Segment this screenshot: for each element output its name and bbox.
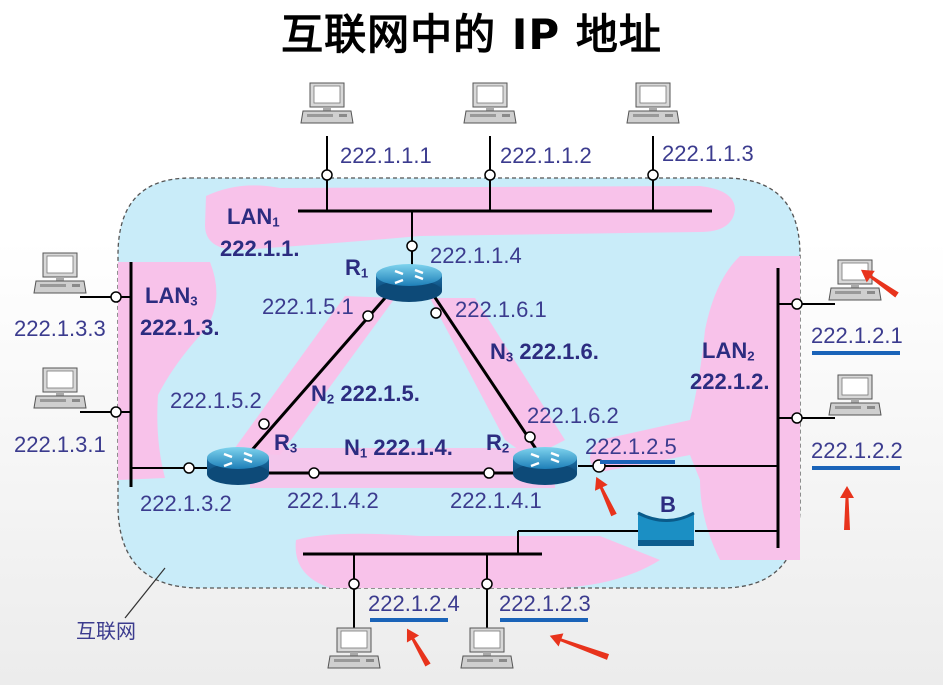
port-222-1-3-3: [110, 291, 122, 303]
router-r3-label: R3: [274, 430, 298, 456]
port-222-1-3-1: [110, 406, 122, 418]
ip-222-1-6-2: 222.1.6.2: [527, 403, 619, 428]
bridged-lan-bus: [303, 530, 640, 632]
pc-222-1-2-3-computer-icon: [460, 627, 514, 669]
port-222-1-2-3: [481, 578, 493, 590]
lan1-region: [205, 185, 735, 250]
lan2-bus: [578, 268, 835, 548]
page-title: 互联网中的 IP 地址: [281, 10, 662, 59]
ip-222-1-1-2: 222.1.1.2: [500, 143, 592, 168]
router-r1-label: R1: [345, 255, 369, 281]
lan3-bus: [80, 262, 215, 487]
port-222-1-4-1: [483, 467, 495, 479]
ip-222-1-3-1: 222.1.3.1: [14, 432, 106, 457]
lan3-network: 222.1.3.: [140, 315, 220, 340]
pc-222-1-3-3-computer-icon: [33, 252, 87, 294]
router-r2-label: R2: [486, 430, 510, 456]
ip-222-1-4-1: 222.1.4.1: [450, 488, 542, 513]
lan1-network: 222.1.1.: [220, 236, 300, 261]
ip-222-1-1-3: 222.1.1.3: [662, 141, 754, 166]
ip-222-1-2-3: 222.1.2.3: [499, 591, 591, 616]
bottom-lan-region: [295, 533, 660, 588]
ip-222-1-1-4: 222.1.1.4: [430, 243, 522, 268]
internet-label: 互联网: [76, 621, 136, 643]
ip-222-1-5-2: 222.1.5.2: [170, 388, 262, 413]
pc-222-1-1-2-computer-icon: [463, 82, 517, 124]
ip-222-1-2-5: 222.1.2.5: [585, 434, 677, 459]
port-222-1-1-4: [406, 240, 418, 252]
ip-222-1-2-4: 222.1.2.4: [368, 591, 460, 616]
pc-222-1-1-1-computer-icon: [300, 82, 354, 124]
port-222-1-2-2: [791, 412, 803, 424]
lan3-region: [118, 262, 217, 480]
pc-222-1-2-2-computer-icon: [828, 374, 882, 416]
pc-222-1-2-4-computer-icon: [327, 627, 381, 669]
port-222-1-5-2: [258, 418, 270, 430]
ip-222-1-2-2: 222.1.2.2: [811, 438, 903, 463]
red-arrows: [406, 269, 899, 667]
computer-icons: [33, 82, 882, 669]
n2-label: N2 222.1.5.: [311, 381, 420, 407]
router-r3-icon: [207, 447, 269, 485]
ip-222-1-5-1: 222.1.5.1: [262, 294, 354, 319]
n1-label: N1 222.1.4.: [344, 435, 453, 461]
ip-222-1-2-1: 222.1.2.1: [811, 323, 903, 348]
router-r1-icon: [376, 264, 442, 302]
port-222-1-6-2: [524, 431, 536, 443]
ip-222-1-6-1: 222.1.6.1: [455, 297, 547, 322]
lan2-region: [590, 256, 800, 560]
port-222-1-1-1: [321, 169, 333, 181]
bridge-b-label: B: [660, 492, 676, 517]
ip-222-1-3-3: 222.1.3.3: [14, 316, 106, 341]
port-222-1-2-4: [348, 578, 360, 590]
lan2-label: LAN2: [702, 338, 755, 364]
n1-region: [250, 448, 555, 488]
lan1-label: LAN1: [227, 204, 280, 230]
port-222-1-6-1: [430, 307, 442, 319]
ip-222-1-4-2: 222.1.4.2: [287, 488, 379, 513]
highlight-underlines: [370, 351, 900, 622]
port-222-1-1-3: [647, 169, 659, 181]
port-222-1-5-1: [362, 310, 374, 322]
port-222-1-3-2: [183, 462, 195, 474]
n2-region: [232, 296, 395, 455]
lan2-network: 222.1.2.: [690, 369, 770, 394]
bridge-b-icon: [637, 511, 695, 546]
pc-222-1-1-3-computer-icon: [626, 82, 680, 124]
port-222-1-1-2: [484, 169, 496, 181]
port-222-1-4-2: [308, 467, 320, 479]
ip-222-1-3-2: 222.1.3.2: [140, 491, 232, 516]
ip-222-1-1-1: 222.1.1.1: [340, 143, 432, 168]
n3-label: N3 222.1.6.: [490, 339, 599, 365]
port-222-1-2-1: [791, 298, 803, 310]
lan3-label: LAN3: [145, 283, 198, 309]
pc-222-1-3-1-computer-icon: [33, 367, 87, 409]
router-r2-icon: [513, 447, 577, 485]
